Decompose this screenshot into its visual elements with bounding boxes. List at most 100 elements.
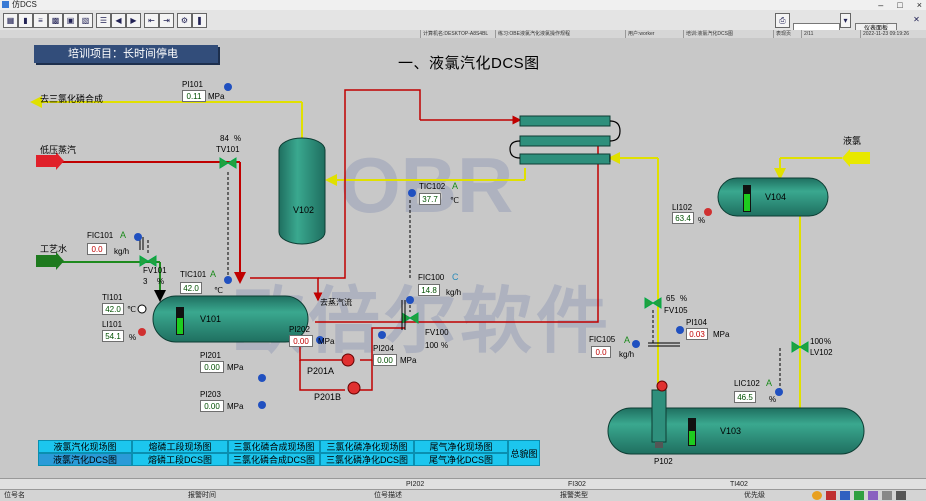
lv102-opening: 100 bbox=[810, 337, 824, 346]
p201b-pump-icon[interactable] bbox=[347, 381, 361, 395]
tic101-bubble-icon[interactable] bbox=[224, 276, 232, 284]
maximize-icon[interactable]: □ bbox=[897, 0, 903, 10]
v102-vessel[interactable] bbox=[278, 137, 326, 245]
fic101-bubble-icon[interactable] bbox=[134, 233, 142, 241]
printer-icon[interactable]: ⎙ bbox=[775, 13, 790, 28]
alarm-tag-2[interactable]: FI302 bbox=[568, 481, 586, 488]
close-icon[interactable]: × bbox=[916, 0, 922, 10]
tools-icon[interactable]: ⚙ bbox=[177, 13, 192, 28]
pi202-unit: MPa bbox=[318, 337, 335, 346]
pi101-bubble-icon[interactable] bbox=[224, 83, 232, 91]
exchanger-tube-1[interactable] bbox=[519, 115, 611, 127]
fv105-tag: FV105 bbox=[664, 306, 688, 315]
li102-value[interactable]: 63.4 bbox=[672, 212, 694, 224]
lv102-valve-icon[interactable] bbox=[791, 341, 809, 353]
alarm-settings-icon[interactable] bbox=[882, 491, 892, 500]
pi201-tag: PI201 bbox=[200, 351, 221, 360]
fic101-mode[interactable]: A bbox=[120, 230, 127, 240]
pi104-value[interactable]: 0.03 bbox=[686, 328, 708, 340]
pi203-bubble-icon[interactable] bbox=[258, 401, 266, 409]
alarm-tag-1[interactable]: PI202 bbox=[406, 481, 425, 488]
pi104-bubble-icon[interactable] bbox=[676, 326, 684, 334]
pi101-value[interactable]: 0.11 bbox=[182, 90, 206, 102]
tv101-valve-icon[interactable] bbox=[219, 157, 237, 169]
import-icon[interactable]: ⇤ bbox=[144, 13, 159, 28]
nav-pcl3-synthesis-field[interactable]: 三氯化磷合成现场图 bbox=[228, 440, 320, 453]
tic102-value[interactable]: 37.7 bbox=[419, 193, 441, 205]
alarm-status-icon[interactable] bbox=[812, 491, 822, 500]
nav-liquid-chlorine-dcs[interactable]: 液氯汽化DCS图 bbox=[38, 453, 132, 466]
fic101-value[interactable]: 0.0 bbox=[87, 243, 107, 255]
alarm-mute-icon[interactable] bbox=[826, 491, 836, 500]
nav-pcl3-purify-field[interactable]: 三氯化磷净化现场图 bbox=[320, 440, 414, 453]
alarm-close-icon[interactable] bbox=[896, 491, 906, 500]
lic102-mode[interactable]: A bbox=[766, 378, 773, 388]
tic101-value[interactable]: 42.0 bbox=[180, 282, 202, 294]
lic102-value[interactable]: 46.5 bbox=[734, 391, 756, 403]
nav-overview[interactable]: 总貌图 bbox=[508, 440, 540, 466]
fic100-bubble-icon[interactable] bbox=[406, 296, 414, 304]
exchanger-tube-2[interactable] bbox=[519, 135, 611, 147]
export-icon[interactable]: ⇥ bbox=[159, 13, 174, 28]
li102-bubble-icon[interactable] bbox=[704, 208, 712, 216]
fic100-mode[interactable]: C bbox=[452, 272, 459, 282]
li101-bubble-icon[interactable] bbox=[138, 328, 146, 336]
fic100-value[interactable]: 14.8 bbox=[418, 284, 440, 296]
pi202-bubble-icon[interactable] bbox=[316, 336, 324, 344]
alarm-tag-3[interactable]: TI402 bbox=[730, 481, 748, 488]
nav-phosphorus-field[interactable]: 熔磷工段现场图 bbox=[132, 440, 228, 453]
minimize-icon[interactable]: – bbox=[878, 0, 884, 10]
lic102-bubble-icon[interactable] bbox=[775, 388, 783, 396]
p102-motor-icon[interactable] bbox=[656, 380, 668, 392]
dropdown-icon[interactable]: ▾ bbox=[840, 13, 851, 28]
alarm-filter-icon[interactable] bbox=[868, 491, 878, 500]
pause-icon[interactable]: ❚ bbox=[192, 13, 207, 28]
exchanger-tube-3[interactable] bbox=[519, 153, 611, 165]
fic105-value[interactable]: 0.0 bbox=[591, 346, 611, 358]
trend-icon[interactable]: ≡ bbox=[33, 13, 48, 28]
grid-icon[interactable]: ▦ bbox=[3, 13, 18, 28]
fv101-valve-icon[interactable] bbox=[139, 255, 157, 267]
list-icon[interactable]: ☰ bbox=[96, 13, 111, 28]
pi201-bubble-icon[interactable] bbox=[258, 374, 266, 382]
settings-icon[interactable]: ✕ bbox=[913, 15, 920, 24]
to-steam-label: 去蒸汽流 bbox=[320, 298, 352, 307]
alarm-list-icon[interactable] bbox=[840, 491, 850, 500]
tic102-mode[interactable]: A bbox=[452, 181, 459, 191]
fv105-valve-icon[interactable] bbox=[644, 297, 662, 309]
v101-vessel[interactable] bbox=[152, 295, 309, 343]
fic105-mode[interactable]: A bbox=[624, 335, 631, 345]
p102-pump-body[interactable] bbox=[651, 389, 667, 443]
tv101-unit: % bbox=[234, 134, 242, 143]
fic105-bubble-icon[interactable] bbox=[632, 340, 640, 348]
low-steam-inlet-arrow bbox=[36, 152, 64, 170]
li101-value[interactable]: 54.1 bbox=[102, 330, 124, 342]
ti101-value[interactable]: 42.0 bbox=[102, 303, 124, 315]
pi203-unit: MPa bbox=[227, 402, 244, 411]
nav-pcl3-synthesis-dcs[interactable]: 三氯化磷合成DCS图 bbox=[228, 453, 320, 466]
panel-icon[interactable]: ▣ bbox=[63, 13, 78, 28]
alarm-ack-icon[interactable] bbox=[854, 491, 864, 500]
chart-icon[interactable]: ▮ bbox=[18, 13, 33, 28]
nav-tailgas-dcs[interactable]: 尾气净化DCS图 bbox=[414, 453, 508, 466]
info-training: 培训:液氯汽化DCS图 bbox=[683, 30, 774, 38]
pi203-value[interactable]: 0.00 bbox=[200, 400, 224, 412]
p201a-pump-icon[interactable] bbox=[341, 353, 355, 367]
nav-liquid-chlorine-field[interactable]: 液氯汽化现场图 bbox=[38, 440, 132, 453]
nav-pcl3-purify-dcs[interactable]: 三氯化磷净化DCS图 bbox=[320, 453, 414, 466]
v103-vessel[interactable] bbox=[607, 407, 865, 455]
nav-tailgas-field[interactable]: 尾气净化现场图 bbox=[414, 440, 508, 453]
nav-phosphorus-dcs[interactable]: 熔磷工段DCS图 bbox=[132, 453, 228, 466]
forward-icon[interactable]: ▶ bbox=[126, 13, 141, 28]
tic101-mode[interactable]: A bbox=[210, 269, 217, 279]
pi204-bubble-icon[interactable] bbox=[378, 331, 386, 339]
pi201-value[interactable]: 0.00 bbox=[200, 361, 224, 373]
back-icon[interactable]: ◀ bbox=[111, 13, 126, 28]
alarm-icon[interactable]: ▩ bbox=[48, 13, 63, 28]
tic102-bubble-icon[interactable] bbox=[408, 189, 416, 197]
ti101-bubble-icon[interactable] bbox=[137, 304, 147, 314]
pi204-value[interactable]: 0.00 bbox=[373, 354, 397, 366]
pi202-value[interactable]: 0.00 bbox=[289, 335, 313, 347]
overview-icon[interactable]: ▧ bbox=[78, 13, 93, 28]
